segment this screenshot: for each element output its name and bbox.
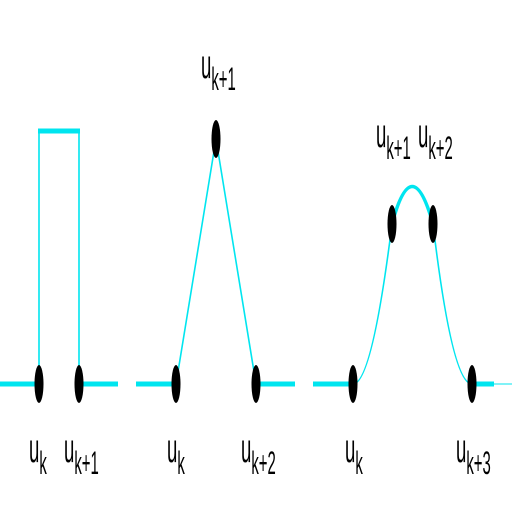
knot-dot-d2-k3 xyxy=(467,365,477,403)
label-d0-u-k1: uk+1 xyxy=(64,425,99,482)
label-d1-u-k1: uk+1 xyxy=(201,41,236,98)
knot-dot-d1-k xyxy=(171,365,181,403)
hat-curve xyxy=(175,138,257,385)
curve-layer xyxy=(0,128,512,387)
label-d2-u-k1: uk+1 xyxy=(376,110,411,167)
knot-dot-d1-k1 xyxy=(211,120,221,158)
label-layer: uk uk+1 uk uk+1 uk+2 uk uk+1 uk+2 uk+3 xyxy=(29,41,491,482)
label-d2-u-k2: uk+2 xyxy=(418,110,453,167)
quad-fall xyxy=(432,223,473,385)
label-d2-u-k3: uk+3 xyxy=(456,425,491,482)
label-d0-u-k: uk xyxy=(29,425,47,482)
label-d1-u-k2: uk+2 xyxy=(241,425,276,482)
knot-dot-d2-k2 xyxy=(428,205,438,243)
quad-rise xyxy=(352,223,393,385)
label-d1-u-k: uk xyxy=(167,425,185,482)
label-d2-u-k: uk xyxy=(345,425,363,482)
knot-dot-d0-k1 xyxy=(74,365,84,403)
knot-dot-d0-k xyxy=(34,365,44,403)
knot-dot-d1-k2 xyxy=(251,365,261,403)
knot-layer xyxy=(34,120,477,403)
knot-dot-d2-k xyxy=(348,365,358,403)
knot-dot-d2-k1 xyxy=(387,205,397,243)
quad-peak xyxy=(390,185,435,225)
